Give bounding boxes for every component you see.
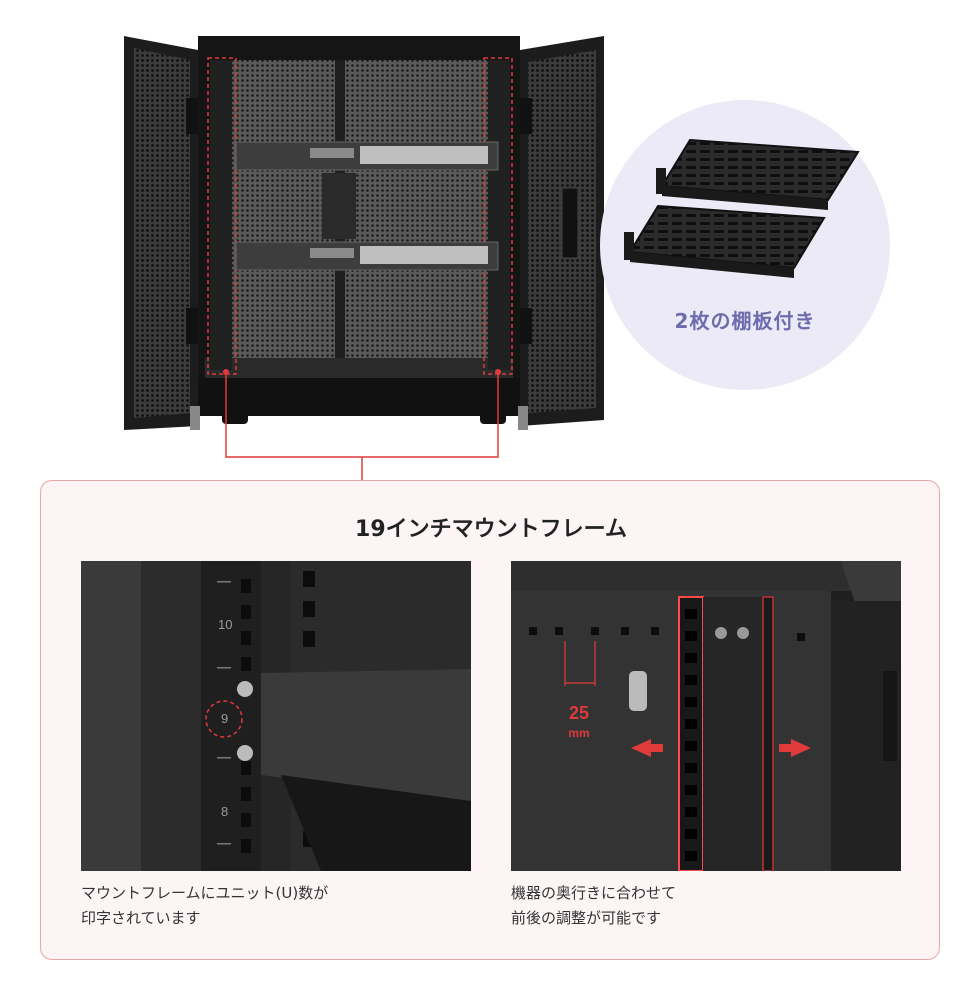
- caption-line: 機器の奥行きに合わせて: [511, 884, 677, 902]
- mounting-rails: [207, 57, 513, 375]
- unit-number-8: 8: [221, 804, 228, 819]
- shelf-bracket: [261, 669, 471, 801]
- right-door: [520, 36, 604, 426]
- caption-line: 印字されています: [81, 909, 201, 927]
- unit-number-9: 9: [221, 711, 228, 726]
- shelf-plate-bottom: [624, 204, 826, 278]
- caption-line: マウントフレームにユニット(U)数が: [81, 884, 329, 902]
- pitch-value: 25: [569, 703, 589, 723]
- unit-label-photo: 10 9 8: [81, 561, 471, 871]
- arrow-right-icon: [791, 739, 811, 757]
- arrow-left-icon: [631, 739, 651, 757]
- shelves-callout: 2枚の棚板付き: [600, 100, 890, 390]
- rail-strip: [201, 561, 261, 871]
- screw-icon: [237, 745, 253, 761]
- mount-frame-panel: 19インチマウントフレーム 10 9: [40, 480, 940, 960]
- caption-line: 前後の調整が可能です: [511, 909, 662, 927]
- shelf-plate-top: [656, 138, 860, 210]
- screw-icon: [237, 681, 253, 697]
- depth-adjust-photo: 25 mm: [511, 561, 901, 871]
- unit-number-10: 10: [218, 617, 232, 632]
- caption-unit-labels: マウントフレームにユニット(U)数が 印字されています: [81, 881, 471, 931]
- highlight-circle: [205, 700, 243, 738]
- shelves-caption: 2枚の棚板付き: [674, 309, 816, 333]
- rack-body: [198, 36, 520, 416]
- shelf-plates-image: [624, 138, 860, 278]
- network-switch-top: [235, 141, 499, 171]
- pitch-unit: mm: [568, 726, 589, 740]
- network-switch-bottom: [235, 241, 499, 271]
- caption-depth-adjust: 機器の奥行きに合わせて 前後の調整が可能です: [511, 881, 901, 931]
- server-rack-image: [110, 28, 610, 448]
- frame-section-title: 19インチマウントフレーム: [355, 517, 627, 542]
- left-door: [124, 36, 198, 430]
